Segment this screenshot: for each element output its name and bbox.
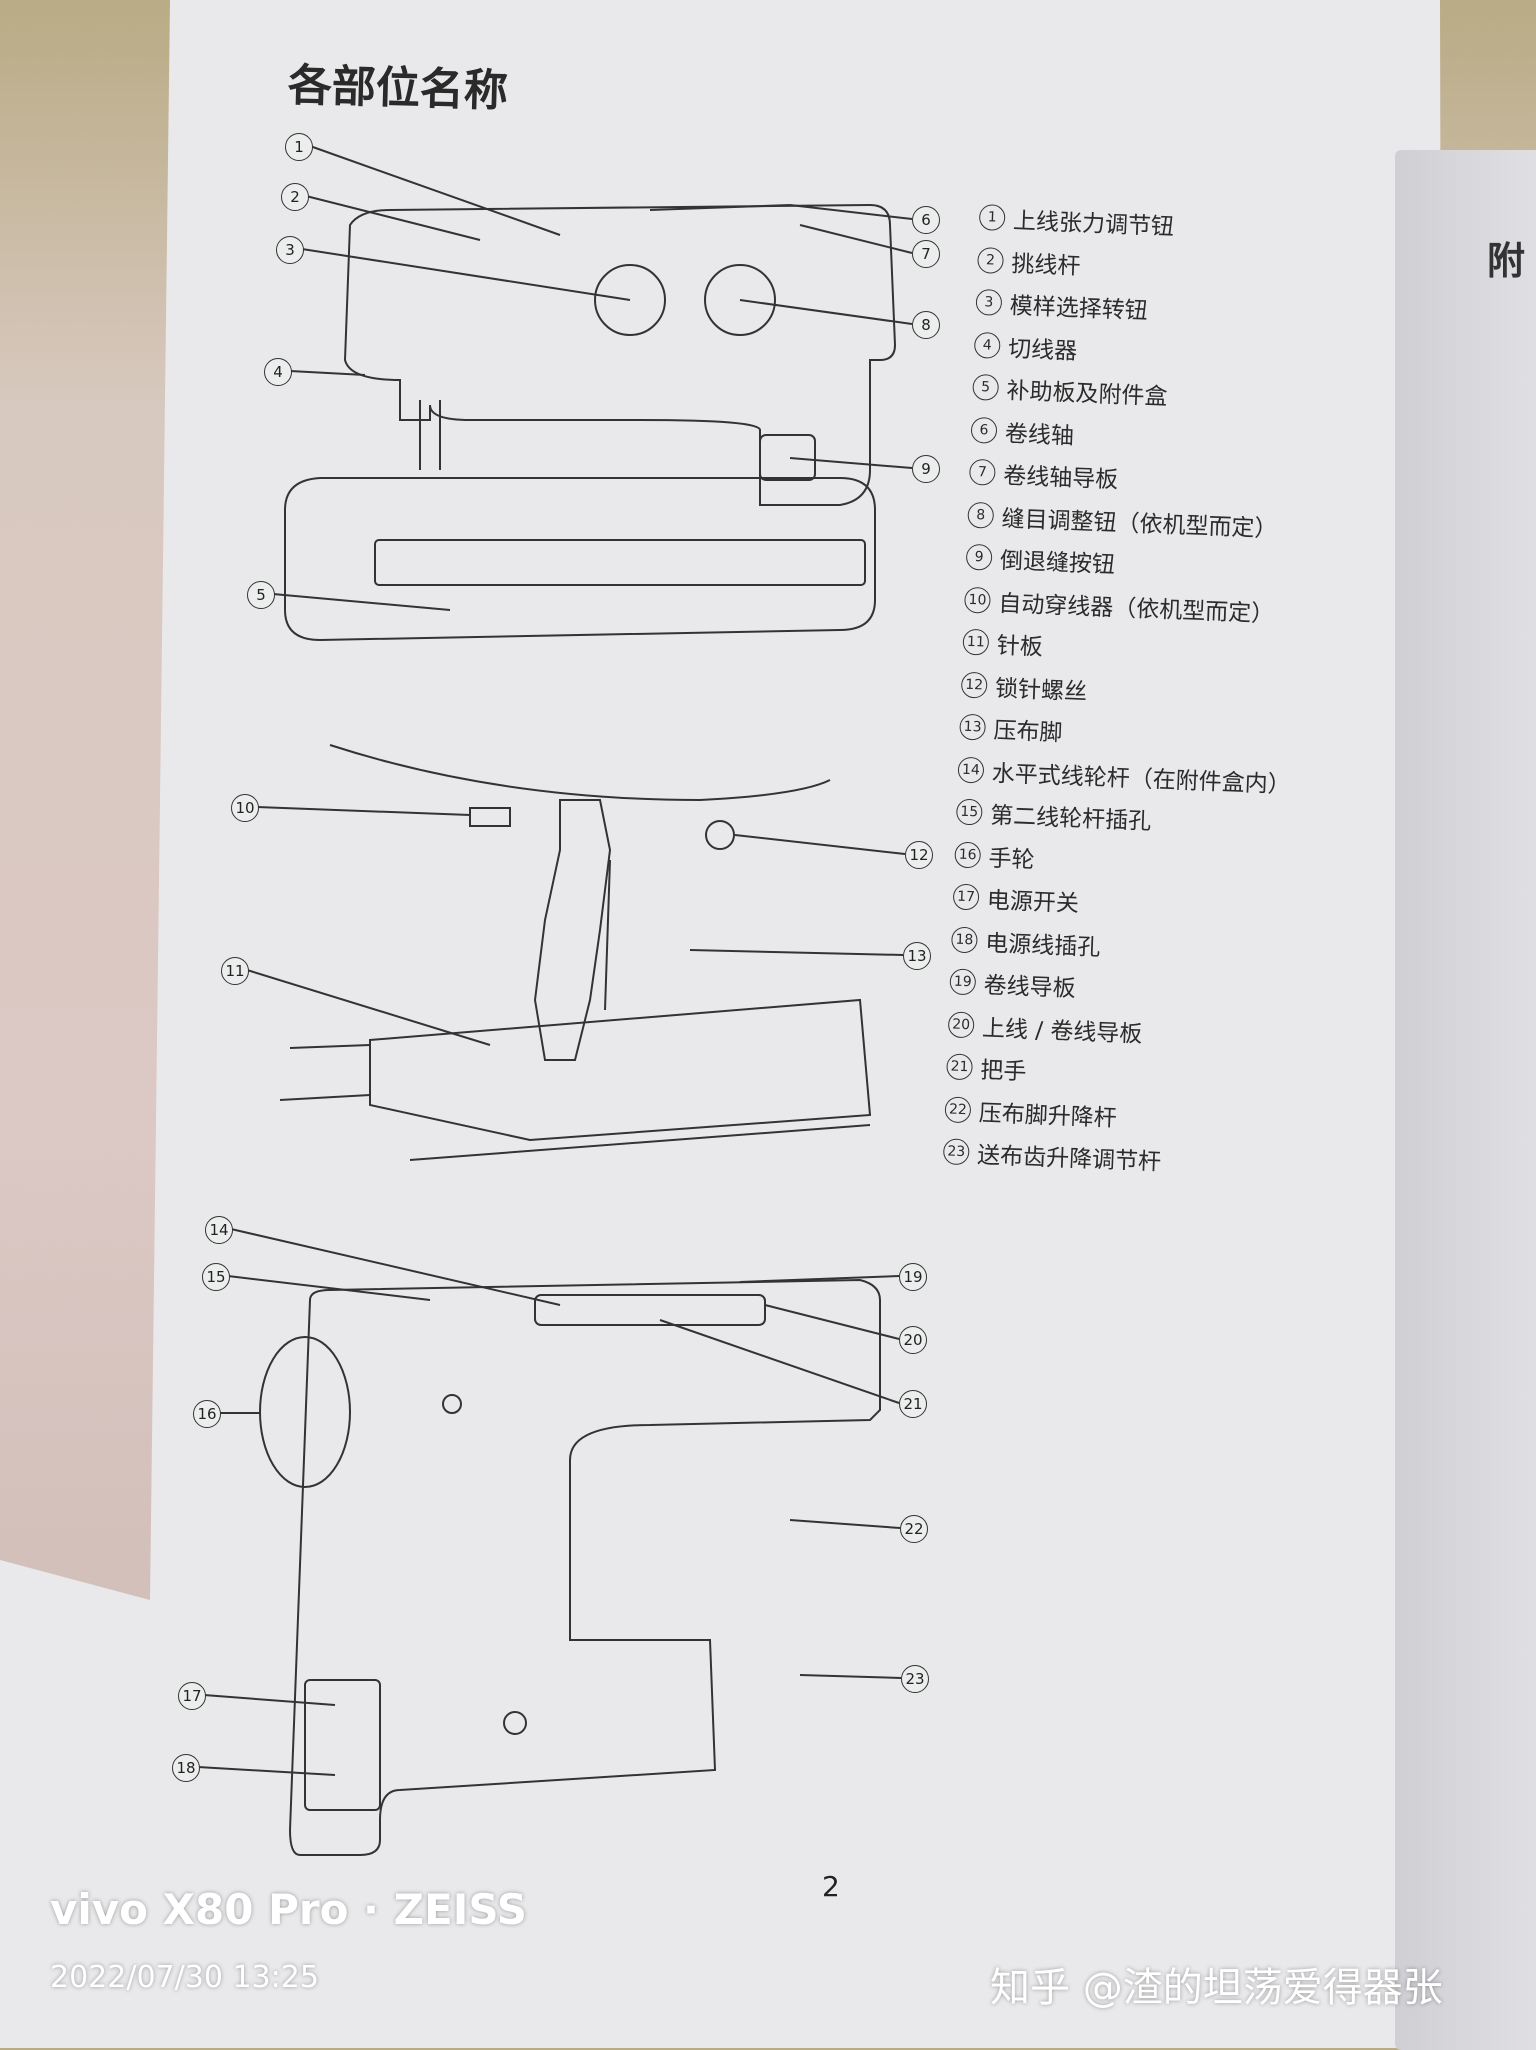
callout-12: 12 <box>905 841 933 869</box>
datetime-watermark: 2022/07/30 13:25 <box>50 1960 319 1995</box>
callout-17: 17 <box>178 1682 206 1710</box>
callout-7: 7 <box>912 240 940 268</box>
part-label: 电源线插孔 <box>984 930 1101 961</box>
callout-3: 3 <box>276 236 304 264</box>
source-watermark: 知乎 @渣的坦荡爱得器张 <box>990 1965 1443 2011</box>
callout-16: 16 <box>193 1400 221 1428</box>
part-label: 上线 / 卷线导板 <box>981 1015 1143 1048</box>
part-number: 9 <box>965 543 993 571</box>
part-label: 切线器 <box>1007 335 1078 365</box>
part-label: 卷线轴 <box>1004 420 1075 450</box>
part-label: 手轮 <box>988 845 1036 874</box>
part-number: 3 <box>975 289 1003 317</box>
callout-9: 9 <box>912 455 940 483</box>
part-label: 倒退缝按钮 <box>999 548 1116 579</box>
callout-1: 1 <box>285 133 313 161</box>
callout-22: 22 <box>900 1515 928 1543</box>
callout-23: 23 <box>901 1665 929 1693</box>
callout-2: 2 <box>281 183 309 211</box>
part-label: 补助板及附件盒 <box>1006 378 1168 411</box>
camera-watermark: vivo X80 Pro · ZEISS <box>50 1885 528 1934</box>
part-label: 自动穿线器（依机型而定） <box>997 590 1275 628</box>
part-number: 7 <box>968 459 996 487</box>
part-number: 17 <box>952 883 980 911</box>
part-label: 把手 <box>979 1057 1027 1086</box>
part-number: 5 <box>972 374 1000 402</box>
part-number: 2 <box>977 246 1005 274</box>
part-number: 6 <box>970 416 998 444</box>
part-number: 16 <box>954 841 982 869</box>
callout-10: 10 <box>231 794 259 822</box>
part-label: 第二线轮杆插孔 <box>989 803 1152 836</box>
callout-11: 11 <box>221 957 249 985</box>
part-number: 10 <box>964 586 991 614</box>
part-number: 21 <box>946 1053 974 1081</box>
part-number: 13 <box>959 713 987 741</box>
part-number: 19 <box>949 968 977 996</box>
part-number: 1 <box>978 204 1006 232</box>
part-number: 11 <box>962 628 990 656</box>
part-number: 23 <box>942 1138 970 1166</box>
callout-19: 19 <box>899 1263 927 1291</box>
callout-18: 18 <box>172 1754 200 1782</box>
part-label: 水平式线轮杆（在附件盒内） <box>991 760 1292 799</box>
part-label: 电源开关 <box>986 888 1080 918</box>
callout-6: 6 <box>912 206 940 234</box>
callout-14: 14 <box>205 1216 233 1244</box>
part-number: 4 <box>973 331 1001 359</box>
machine-back-illustration <box>197 1228 902 1856</box>
part-label: 压布脚 <box>992 718 1063 747</box>
callout-4: 4 <box>264 358 292 386</box>
callout-20: 20 <box>899 1326 927 1354</box>
page-title: 各部位名称 <box>287 60 509 117</box>
part-number: 20 <box>947 1011 975 1039</box>
callout-15: 15 <box>202 1263 230 1291</box>
part-label: 缝目调整钮（依机型而定） <box>1001 505 1278 543</box>
callout-13: 13 <box>903 942 931 970</box>
part-number: 14 <box>957 756 985 784</box>
page-number: 2 <box>822 1870 840 1903</box>
part-label: 送布齿升降调节杆 <box>976 1142 1162 1176</box>
part-label: 上线张力调节钮 <box>1012 208 1175 241</box>
part-number: 8 <box>967 501 995 529</box>
callout-8: 8 <box>912 311 940 339</box>
part-label: 针板 <box>996 633 1044 661</box>
callout-21: 21 <box>899 1390 927 1418</box>
part-number: 18 <box>950 926 978 954</box>
adjacent-page-heading: 附 <box>1487 239 1526 283</box>
part-label: 模样选择转钮 <box>1009 293 1149 325</box>
needle-area-illustration <box>246 744 906 1161</box>
part-number: 22 <box>944 1096 972 1124</box>
part-label: 卷线导板 <box>983 972 1077 1003</box>
part-label: 挑线杆 <box>1010 251 1081 280</box>
part-label: 卷线轴导板 <box>1002 463 1119 494</box>
part-label: 压布脚升降杆 <box>978 1100 1118 1132</box>
part-label: 锁针螺丝 <box>994 675 1088 706</box>
part-number: 12 <box>960 671 988 699</box>
machine-front-illustration <box>272 145 913 642</box>
part-number: 15 <box>955 798 983 826</box>
callout-5: 5 <box>247 581 275 609</box>
adjacent-page: 附 <box>1395 150 1536 2050</box>
